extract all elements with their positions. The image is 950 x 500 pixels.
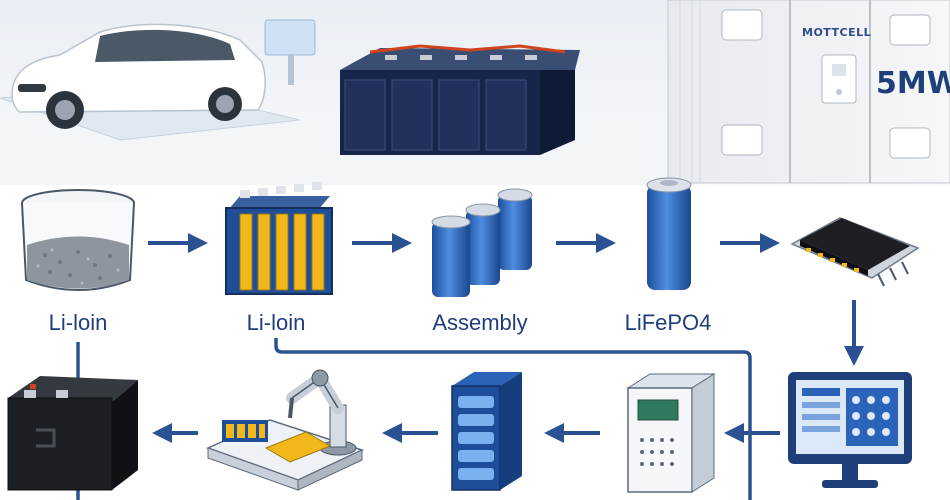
arrow-monitor-to-server — [724, 423, 780, 443]
display-kiosk — [264, 19, 316, 56]
arrow-assembly-to-lifepo4 — [556, 233, 616, 253]
arrow-robot-to-battery — [152, 423, 198, 443]
single-cell-icon — [646, 177, 692, 290]
arrow-raw-to-module — [148, 233, 208, 253]
label-raw-material: Li-loin — [48, 310, 108, 335]
kiosk-stand — [288, 55, 294, 85]
control-monitor-icon — [788, 372, 912, 488]
arrow-bms-to-monitor — [844, 300, 864, 366]
server-rack-icon — [451, 372, 522, 491]
label-cell-module: Li-loin — [246, 310, 306, 335]
bms-chip-icon — [790, 217, 920, 287]
electric-car-icon — [11, 23, 266, 129]
robot-arm — [286, 369, 357, 456]
arrow-server-to-rack — [544, 423, 600, 443]
arrow-rack-to-robot — [382, 423, 438, 443]
label-lifepo4: LiFePO4 — [624, 310, 712, 335]
cylindrical-cells-icon — [431, 188, 533, 297]
cell-module-icon — [225, 182, 333, 295]
storage-container-icon — [667, 0, 950, 184]
raw-powder-bowl-icon — [21, 189, 135, 291]
return-path-line — [274, 338, 752, 500]
battery-pack-icon — [340, 44, 580, 155]
label-assembly: Assembly — [432, 310, 528, 335]
container-brand: MOTTCELL — [802, 26, 872, 39]
lead-battery-icon — [7, 376, 138, 491]
robot-arm-assembly-icon — [205, 369, 365, 491]
arrow-lifepo4-to-bms — [720, 233, 780, 253]
computer-tower-icon — [626, 373, 716, 493]
container-capacity: 5MW — [876, 66, 950, 101]
arrow-module-to-assembly — [352, 233, 412, 253]
